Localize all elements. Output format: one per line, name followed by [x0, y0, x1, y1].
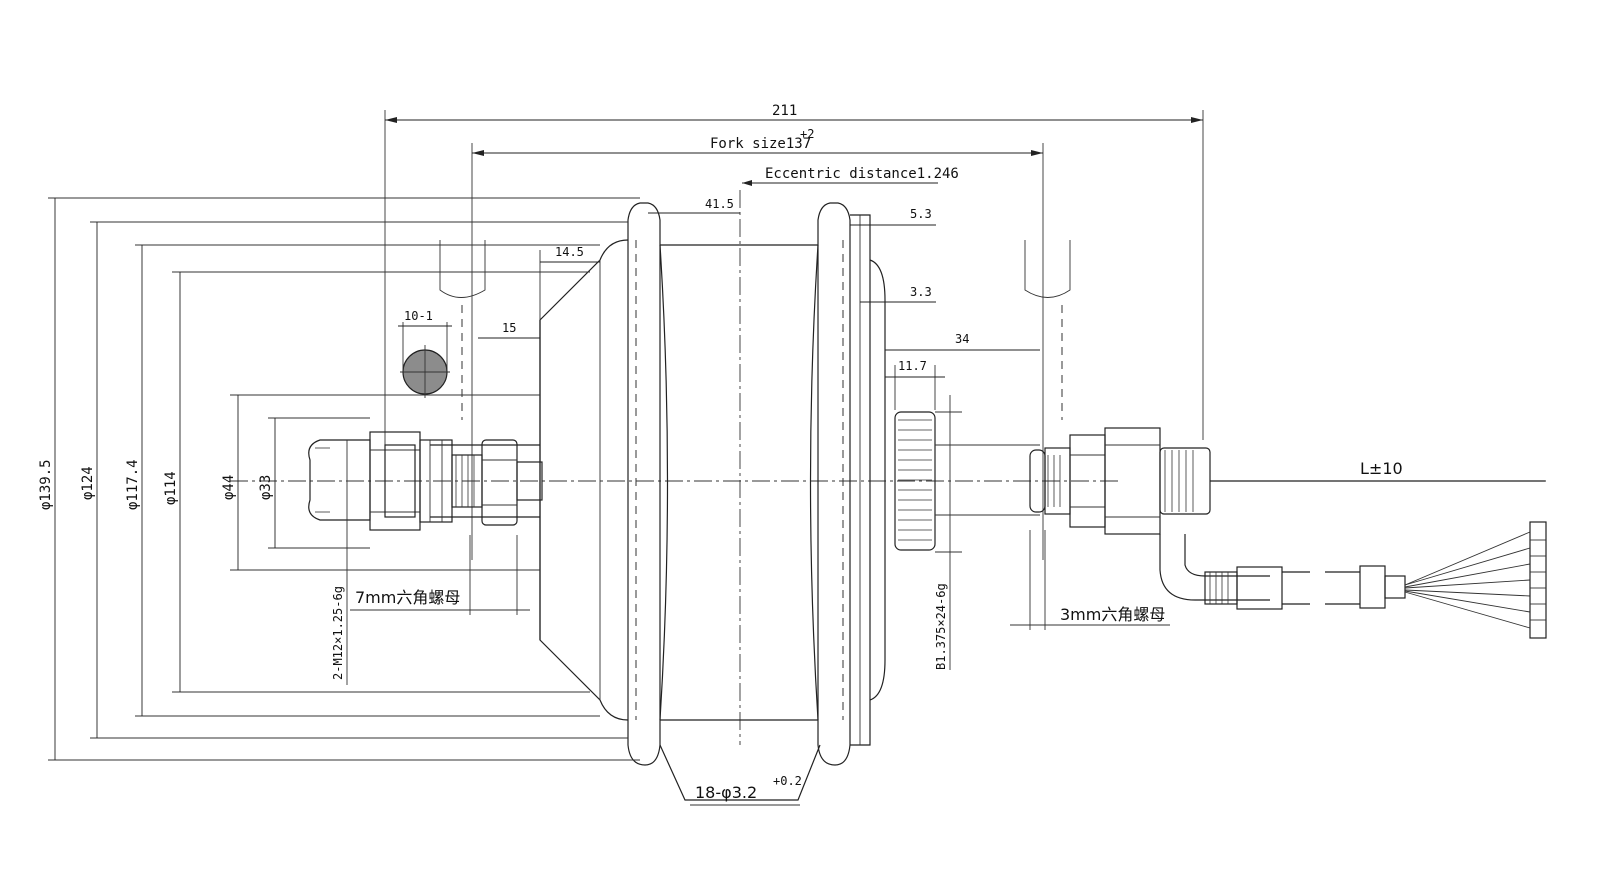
- dim-14-5: 14.5: [555, 245, 584, 259]
- dim-dia-139-5: φ139.5: [38, 459, 54, 510]
- freewheel-thread: [894, 411, 1040, 551]
- top-dimensions: 211 Fork size137 +2 Eccentric distance1.…: [384, 103, 1204, 560]
- dim-overall-width: 211: [772, 103, 797, 119]
- fork-dropouts: [439, 240, 1071, 420]
- diameter-dimensions: φ139.5 φ124 φ117.4 φ114 φ44 φ33: [38, 197, 640, 761]
- dim-dia-124: φ124: [80, 466, 96, 500]
- dim-dia-114: φ114: [163, 471, 179, 505]
- dim-34: 34: [955, 332, 969, 346]
- left-axle-nut: [308, 345, 543, 531]
- local-dimensions: 41.5 5.3 3.3 34 11.7 14.5 15 10-1 2-M12×…: [331, 197, 1040, 806]
- dim-3-3: 3.3: [910, 285, 932, 299]
- dim-axle-flat: 10-1: [404, 309, 433, 323]
- dim-5-3: 5.3: [910, 207, 932, 221]
- dim-eccentric-distance: Eccentric distance1.246: [765, 166, 959, 182]
- dim-11-7: 11.7: [898, 359, 927, 373]
- dim-dia-44: φ44: [221, 475, 237, 500]
- hub-shell: [230, 190, 1120, 801]
- dim-fork-size: Fork size137: [710, 136, 811, 152]
- dim-spoke-holes: 18-φ3.2: [695, 783, 757, 802]
- dim-dia-117-4: φ117.4: [125, 459, 141, 510]
- dim-spoke-holes-tol: +0.2: [773, 774, 802, 788]
- note-nut-left: 7mm六角螺母: [355, 588, 460, 607]
- dim-41-5: 41.5: [705, 197, 734, 211]
- dim-thread-axle: 2-M12×1.25-6g: [331, 586, 345, 680]
- dim-thread-freewheel: B1.375×24-6g: [934, 583, 948, 670]
- note-nut-right: 3mm六角螺母: [1060, 605, 1165, 624]
- note-cable-length: L±10: [1360, 459, 1403, 478]
- dim-dia-33: φ33: [258, 475, 274, 500]
- callout-notes: 7mm六角螺母 3mm六角螺母 L±10: [350, 459, 1546, 630]
- dim-fork-size-tol: +2: [800, 127, 814, 141]
- dim-15: 15: [502, 321, 516, 335]
